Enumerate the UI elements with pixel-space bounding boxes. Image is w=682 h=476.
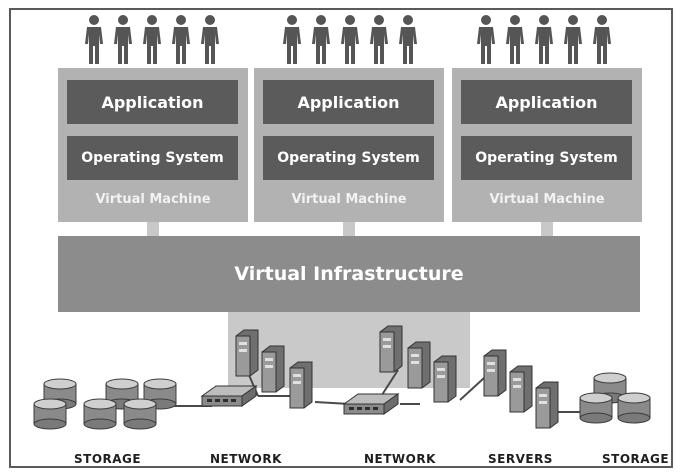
person-icon: [201, 15, 219, 64]
hardware-label-servers: SERVERS: [488, 452, 553, 466]
virtual-machine-label: Virtual Machine: [489, 192, 605, 207]
server-icon: [407, 341, 431, 389]
person-icon: [341, 15, 359, 64]
server-icon: [379, 325, 403, 373]
person-icon: [85, 15, 103, 64]
network-switch-icon: [200, 385, 258, 407]
person-icon: [564, 15, 582, 64]
hardware-label-network-1: NETWORK: [210, 452, 282, 466]
person-icon: [143, 15, 161, 64]
person-icon: [535, 15, 553, 64]
vm-connector-2: [343, 222, 355, 236]
server-icon: [483, 349, 507, 397]
virtual-machine-2: Application Operating System Virtual Mac…: [254, 68, 444, 222]
storage-icon: [617, 392, 651, 424]
person-icon: [114, 15, 132, 64]
storage-icon: [143, 378, 177, 410]
hardware-label-storage-right: STORAGE: [602, 452, 670, 466]
operating-system-box: Operating System: [263, 136, 434, 180]
operating-system-box: Operating System: [67, 136, 238, 180]
storage-icon: [33, 398, 67, 430]
application-box: Application: [263, 80, 434, 124]
person-icon: [370, 15, 388, 64]
virtual-infrastructure-layer: Virtual Infrastructure: [58, 236, 640, 312]
server-icon: [289, 361, 313, 409]
virtual-machine-3: Application Operating System Virtual Mac…: [452, 68, 642, 222]
person-icon: [283, 15, 301, 64]
server-icon: [509, 365, 533, 413]
person-icon: [506, 15, 524, 64]
vm-connector-3: [541, 222, 553, 236]
user-group-3: [472, 14, 622, 66]
person-icon: [477, 15, 495, 64]
user-group-1: [80, 14, 230, 66]
person-icon: [593, 15, 611, 64]
storage-icon: [123, 398, 157, 430]
server-icon: [261, 345, 285, 393]
storage-icon: [579, 392, 613, 424]
operating-system-box: Operating System: [461, 136, 632, 180]
person-icon: [312, 15, 330, 64]
server-icon: [235, 329, 259, 377]
person-icon: [172, 15, 190, 64]
person-icon: [399, 15, 417, 64]
storage-icon: [83, 398, 117, 430]
server-icon: [433, 355, 457, 403]
virtual-machine-label: Virtual Machine: [95, 192, 211, 207]
diagram-frame: [9, 8, 673, 468]
application-box: Application: [67, 80, 238, 124]
virtual-machine-label: Virtual Machine: [291, 192, 407, 207]
application-box: Application: [461, 80, 632, 124]
user-group-2: [278, 14, 428, 66]
hardware-label-network-2: NETWORK: [364, 452, 436, 466]
network-switch-icon: [342, 393, 400, 415]
virtual-machine-1: Application Operating System Virtual Mac…: [58, 68, 248, 222]
server-icon: [535, 381, 559, 429]
vm-connector-1: [147, 222, 159, 236]
hardware-label-storage-left: STORAGE: [74, 452, 142, 466]
